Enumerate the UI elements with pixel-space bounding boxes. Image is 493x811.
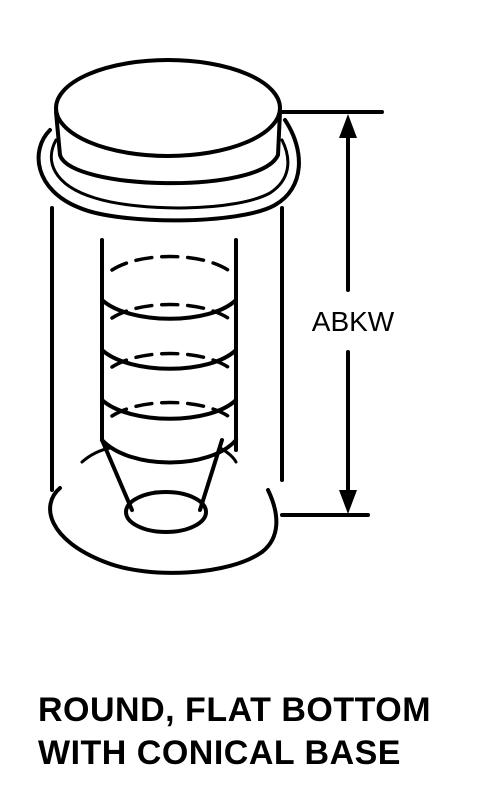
cap-top	[54, 58, 282, 158]
arrowhead-down	[339, 490, 357, 514]
flange	[36, 118, 301, 223]
caption-line-2: WITH CONICAL BASE	[38, 734, 401, 772]
thread-4	[100, 438, 238, 465]
thread-3	[100, 398, 238, 421]
part-drawing: ABKW	[36, 58, 395, 575]
arrowhead-up	[339, 114, 357, 138]
thread-1	[100, 298, 238, 321]
thread-2	[100, 348, 238, 371]
caption-line-1: ROUND, FLAT BOTTOM	[38, 691, 432, 729]
dimension-label: ABKW	[312, 306, 395, 337]
cap-side	[54, 110, 282, 186]
cone-bottom-ellipse	[124, 490, 208, 534]
base-disc	[48, 486, 279, 575]
